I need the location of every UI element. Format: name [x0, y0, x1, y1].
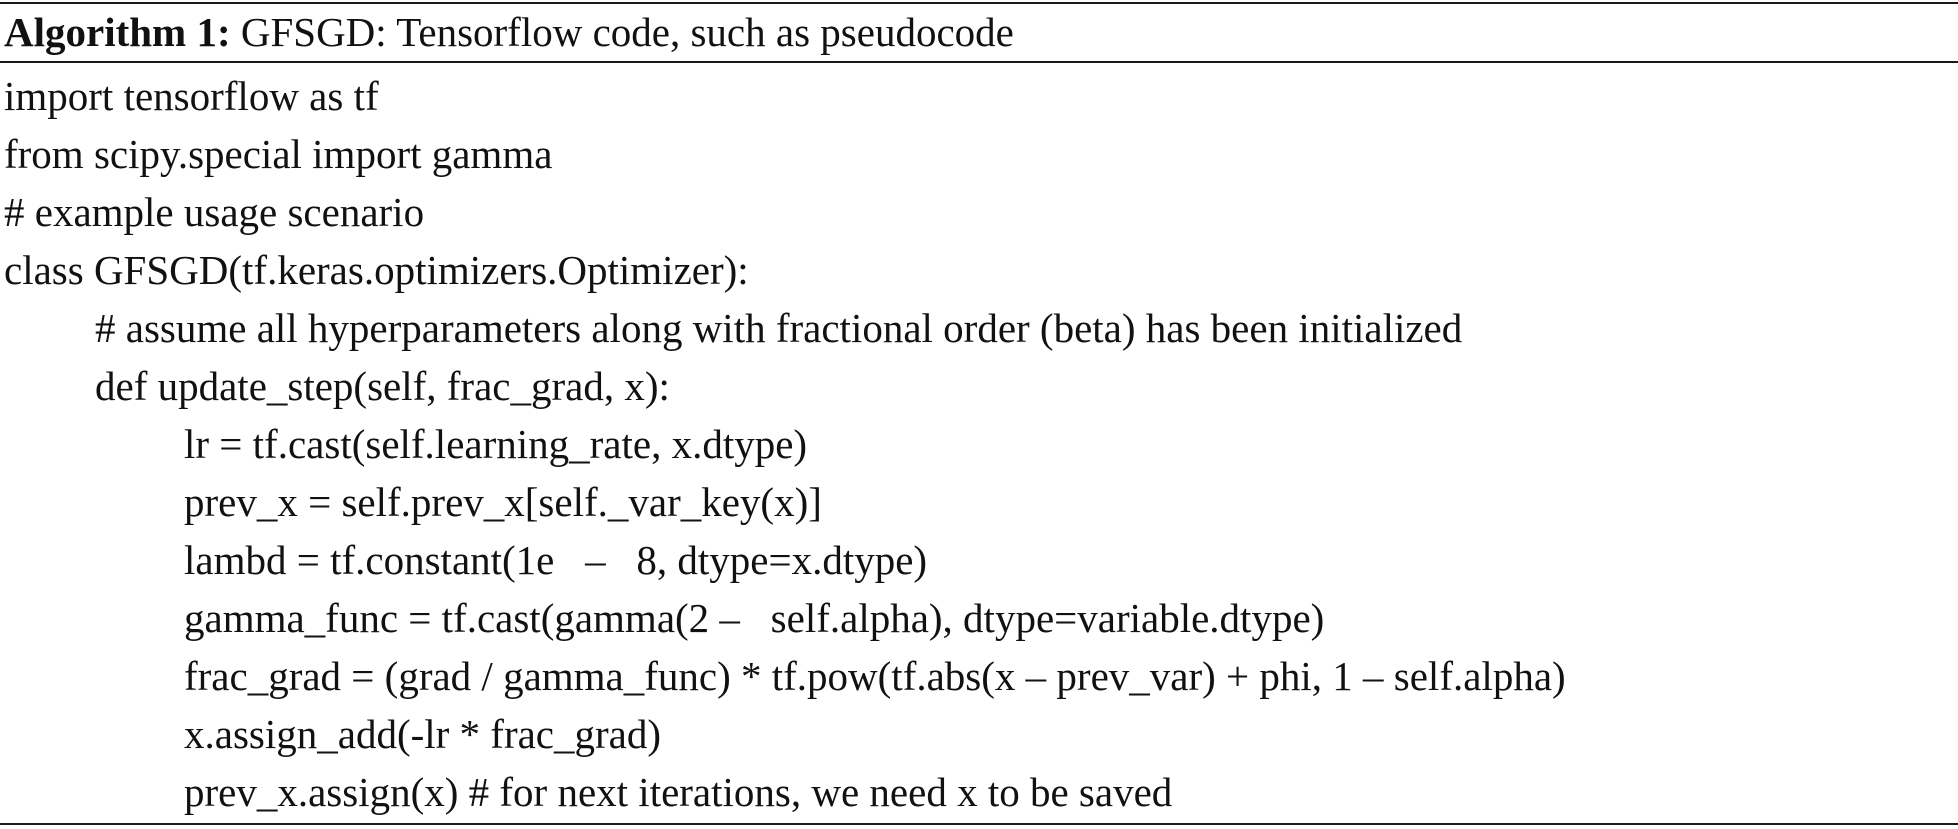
code-block: import tensorflow as tf from scipy.speci…	[0, 67, 1958, 821]
code-line: import tensorflow as tf	[4, 73, 379, 119]
code-line: frac_grad = (grad / gamma_func) * tf.pow…	[184, 653, 1566, 699]
code-line: x.assign_add(-lr * frac_grad)	[184, 711, 662, 757]
code-line: from scipy.special import gamma	[4, 131, 553, 177]
algorithm-title: GFSGD: Tensorflow code, such as pseudoco…	[230, 9, 1014, 55]
bottom-rule	[0, 823, 1958, 825]
code-line: lambd = tf.constant(1e – 8, dtype=x.dtyp…	[184, 537, 928, 583]
code-line: def update_step(self, frac_grad, x):	[95, 363, 670, 409]
code-line: lr = tf.cast(self.learning_rate, x.dtype…	[184, 421, 808, 467]
header-rule	[0, 61, 1958, 63]
code-line: prev_x = self.prev_x[self._var_key(x)]	[184, 479, 822, 525]
top-rule	[0, 2, 1958, 4]
algorithm-header: Algorithm 1: GFSGD: Tensorflow code, suc…	[4, 6, 1014, 58]
code-line: gamma_func = tf.cast(gamma(2 – self.alph…	[184, 595, 1325, 641]
code-line: class GFSGD(tf.keras.optimizers.Optimize…	[4, 247, 749, 293]
algorithm-label: Algorithm 1:	[4, 9, 231, 55]
code-line: prev_x.assign(x) # for next iterations, …	[184, 769, 1173, 815]
code-line: # example usage scenario	[4, 189, 425, 235]
code-line: # assume all hyperparameters along with …	[95, 305, 1463, 351]
